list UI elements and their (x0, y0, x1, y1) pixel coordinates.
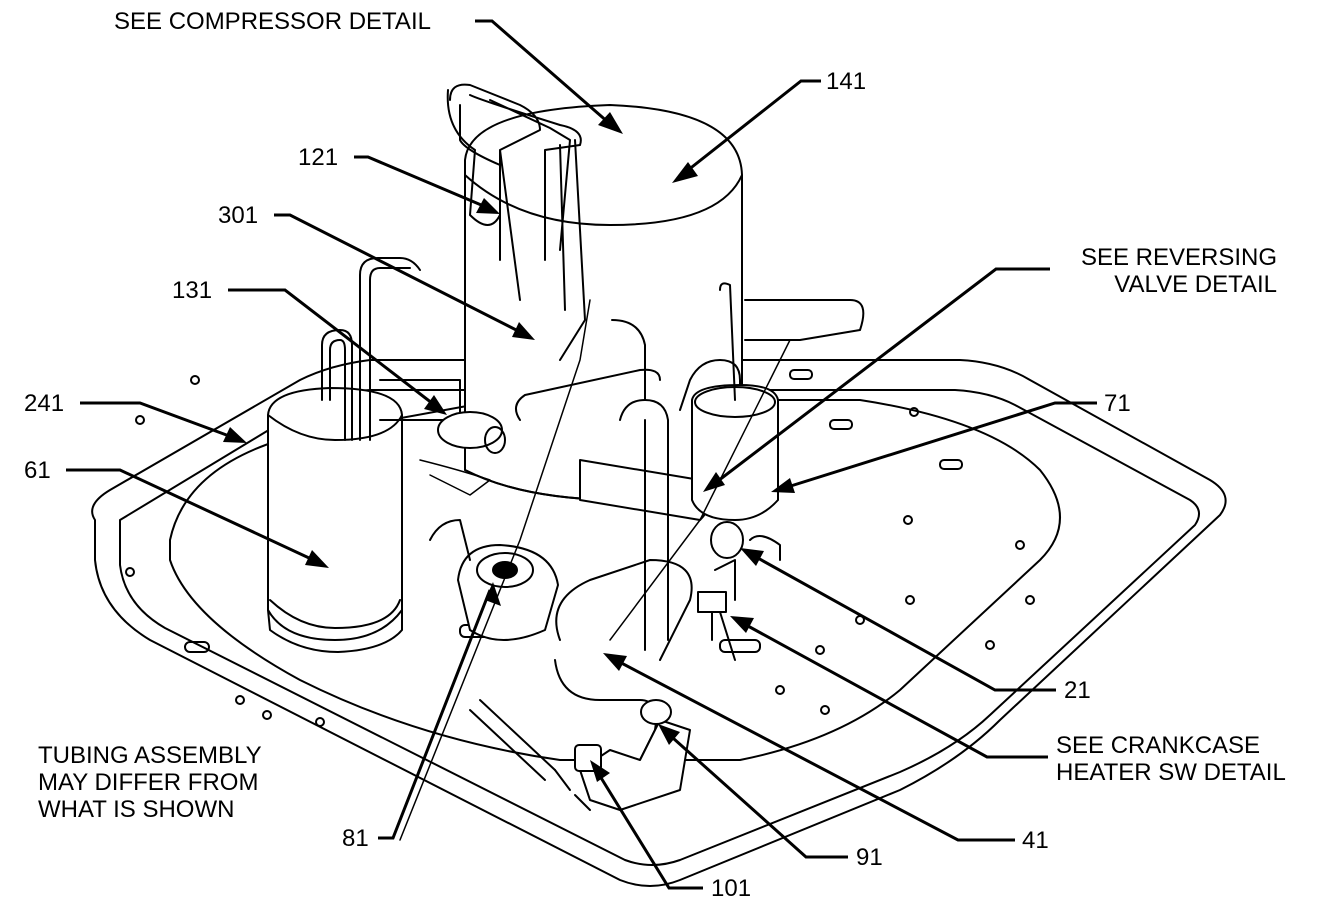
leader-21 (746, 550, 1056, 692)
label-reversing-line1: SEE REVERSING (1080, 244, 1277, 271)
leader-41 (609, 655, 1015, 842)
muffler (691, 384, 779, 521)
label-reversing-line2: VALVE DETAIL (1114, 271, 1277, 298)
tubing-note: TUBING ASSEMBLY MAY DIFFER FROM WHAT IS … (38, 742, 262, 823)
oil-separator (457, 544, 559, 641)
accumulator (267, 387, 403, 641)
label-reversing-valve: SEE REVERSING VALVE DETAIL (1081, 244, 1277, 298)
label-crankcase-line2: HEATER SW DETAIL (1056, 759, 1286, 786)
leader-arrowheads (223, 112, 795, 782)
leader-91 (663, 728, 848, 859)
leader-71 (777, 401, 1097, 492)
label-61: 61 (24, 457, 51, 484)
leader-101 (593, 767, 703, 890)
crankcase-switch (697, 591, 727, 613)
tubing-note-line1: TUBING ASSEMBLY (38, 742, 262, 769)
label-21: 21 (1064, 677, 1091, 704)
tubing-note-line2: MAY DIFFER FROM (38, 769, 259, 796)
leader-301 (274, 213, 529, 338)
label-121: 121 (298, 144, 339, 171)
label-71: 71 (1104, 390, 1131, 417)
label-141: 141 (826, 68, 867, 95)
base-pan-outline (91, 359, 1227, 887)
label-91: 91 (856, 844, 883, 871)
leader-241 (80, 401, 241, 442)
label-41: 41 (1022, 827, 1049, 854)
leader-compressor-detail (475, 19, 618, 132)
label-131: 131 (172, 277, 213, 304)
label-81: 81 (342, 825, 369, 852)
leader-61 (66, 468, 323, 566)
label-241: 241 (24, 390, 65, 417)
label-compressor-detail: SEE COMPRESSOR DETAIL (114, 8, 431, 35)
leader-121 (354, 155, 494, 212)
pan-slots (184, 369, 963, 653)
label-101: 101 (711, 875, 752, 902)
leader-131 (228, 288, 442, 412)
tubing-note-line3: WHAT IS SHOWN (38, 796, 235, 823)
leader-reversing (709, 267, 1050, 489)
label-301: 301 (218, 202, 259, 229)
leader-81 (378, 589, 492, 840)
capillary-bundle (449, 83, 586, 361)
filter-drier (437, 411, 503, 449)
leader-141 (677, 79, 821, 180)
label-crankcase: SEE CRANKCASE HEATER SW DETAIL (1056, 732, 1286, 786)
label-crankcase-line1: SEE CRANKCASE (1056, 732, 1261, 759)
leader-lines (66, 19, 1097, 890)
leader-crankcase (736, 618, 1048, 759)
base-pan-rim (119, 389, 1200, 866)
pan-holes (125, 375, 1035, 727)
